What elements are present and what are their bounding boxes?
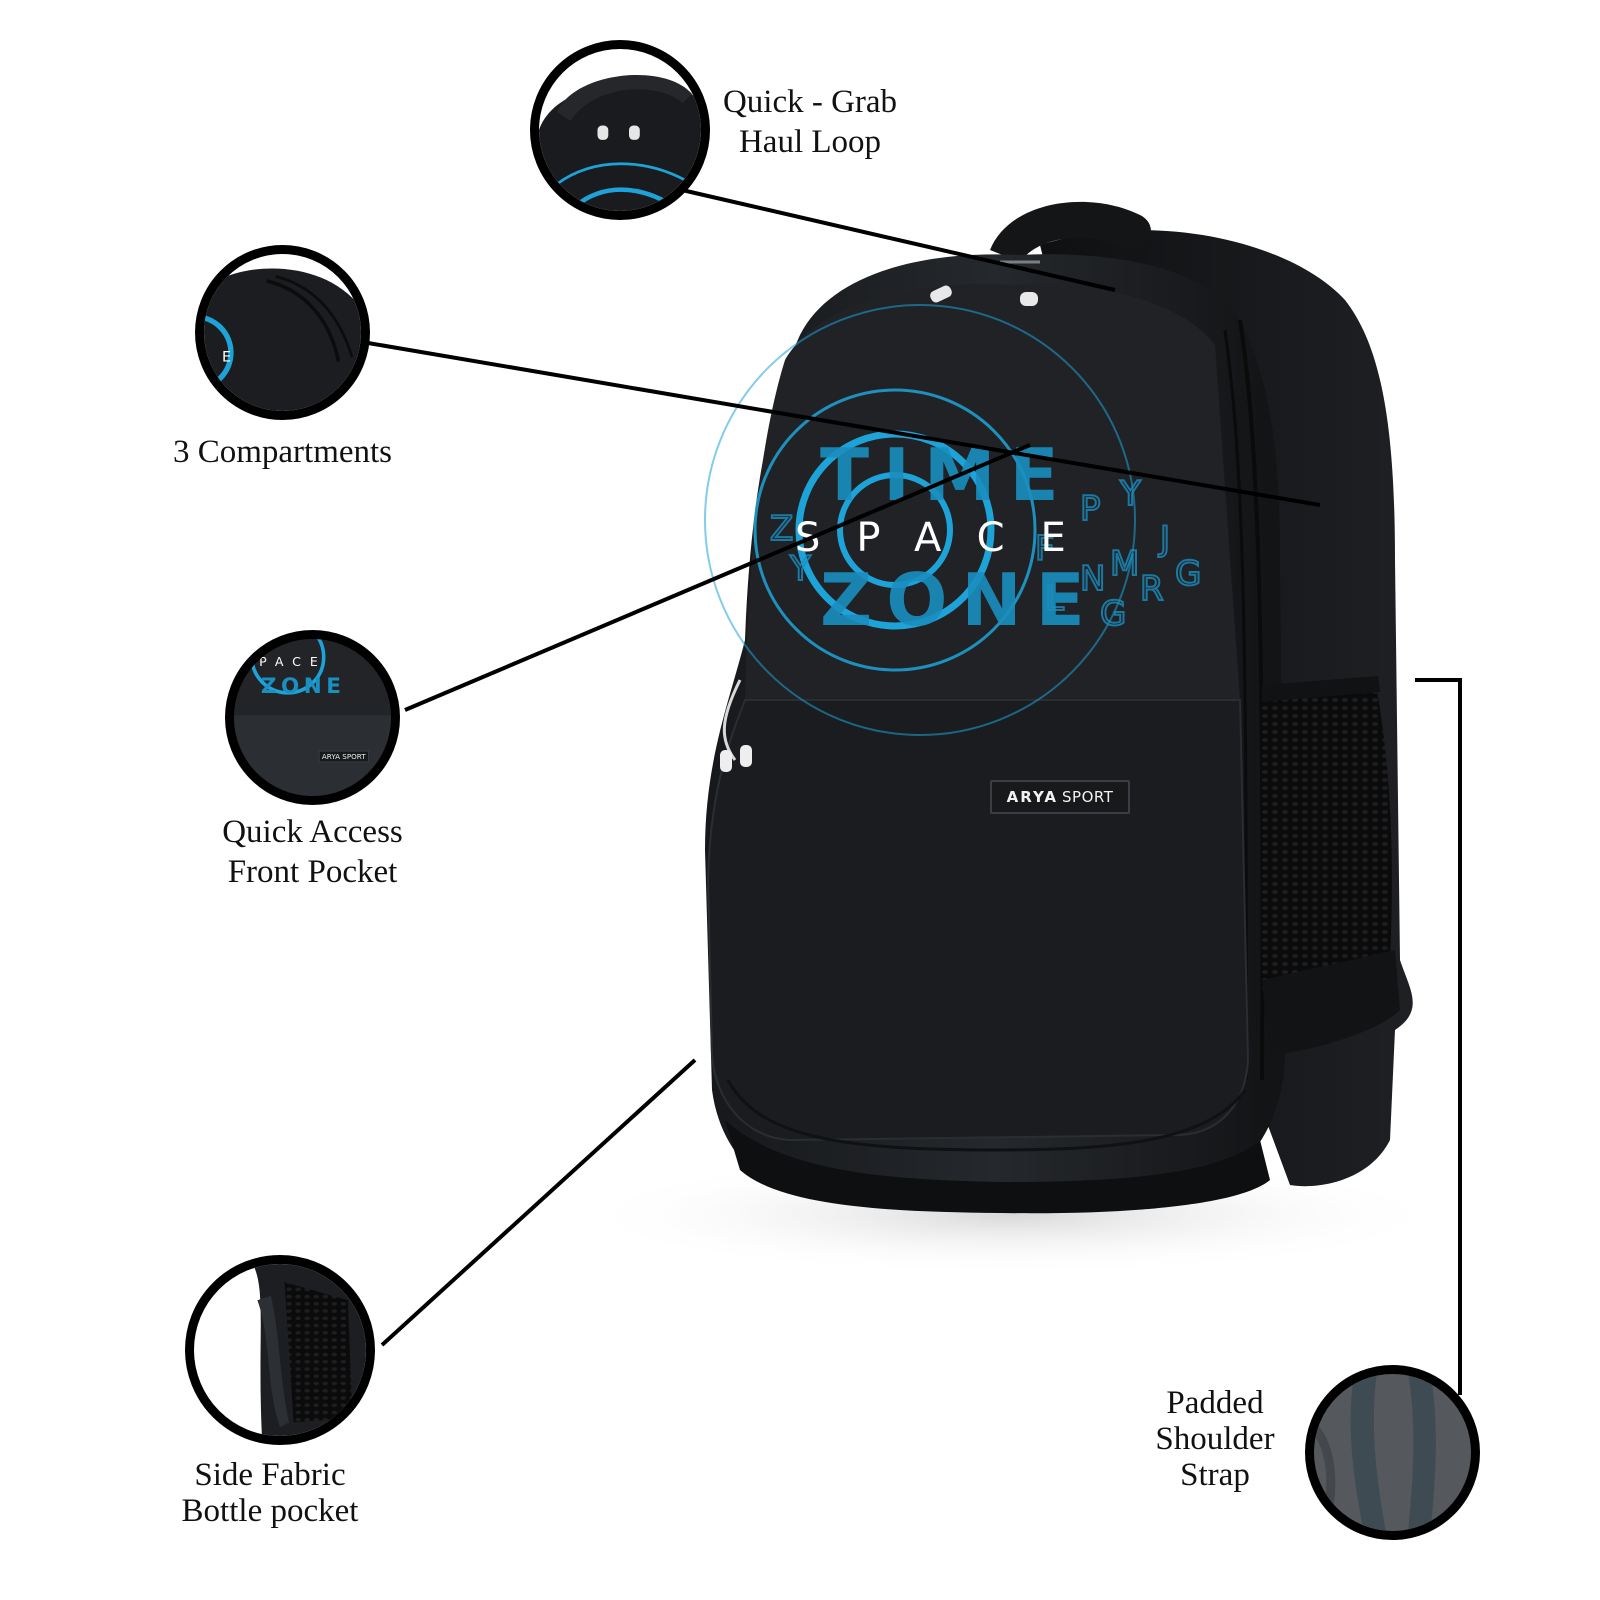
- brand-label-primary: ARYA: [1006, 788, 1058, 806]
- label-haul-loop-line1: Quick - Grab: [722, 84, 898, 120]
- svg-text:G: G: [1100, 594, 1126, 634]
- label-haul-loop-line2: Haul Loop: [738, 124, 882, 160]
- label-haul-loop: Quick - Grab Haul Loop: [715, 82, 905, 162]
- label-front-pocket: Quick Access Front Pocket: [215, 812, 410, 892]
- label-shoulder-strap-line3: Strap: [1180, 1457, 1250, 1493]
- brand-label: ARYA SPORT: [990, 780, 1130, 814]
- shoulder-strap-detail-image: [1314, 1374, 1471, 1531]
- svg-text:M: M: [1110, 544, 1139, 584]
- callout-bottle-pocket-zoom: [185, 1255, 375, 1445]
- svg-text:R: R: [1140, 569, 1164, 609]
- label-front-pocket-line1: Quick Access: [222, 814, 403, 850]
- svg-text:Z: Z: [770, 509, 793, 549]
- haul-loop-detail-image: [539, 49, 701, 211]
- brand-label-secondary: SPORT: [1062, 788, 1114, 806]
- svg-text:ZONE: ZONE: [261, 674, 346, 699]
- callout-shoulder-strap-zoom: [1305, 1365, 1480, 1540]
- svg-text:ARYA SPORT: ARYA SPORT: [322, 752, 366, 761]
- label-bottle-pocket: Side Fabric Bottle pocket: [175, 1457, 365, 1529]
- svg-text:E: E: [222, 350, 231, 366]
- label-front-pocket-line2: Front Pocket: [227, 854, 398, 890]
- label-compartments-line1: 3 Compartments: [172, 434, 393, 470]
- label-bottle-pocket-line2: Bottle pocket: [181, 1493, 359, 1529]
- label-shoulder-strap-line1: Padded: [1166, 1385, 1264, 1421]
- svg-text:PACE: PACE: [259, 654, 327, 669]
- label-compartments: 3 Compartments: [165, 432, 400, 472]
- bottle-pocket-detail-image: [194, 1264, 366, 1436]
- front-pocket-detail-image: PACE ZONE ARYA SPORT: [234, 639, 391, 796]
- svg-text:Y: Y: [1119, 474, 1141, 514]
- svg-text:G: G: [1175, 554, 1201, 594]
- callout-front-pocket-zoom: PACE ZONE ARYA SPORT: [225, 630, 400, 805]
- svg-text:TIME: TIME: [820, 433, 1073, 517]
- svg-text:N: N: [1080, 559, 1105, 599]
- svg-text:J: J: [1158, 519, 1170, 559]
- label-shoulder-strap: Padded Shoulder Strap: [1150, 1385, 1280, 1493]
- label-shoulder-strap-line2: Shoulder: [1155, 1421, 1275, 1457]
- print-word-space: SPACE: [795, 515, 1102, 561]
- callout-haul-loop-zoom: [530, 40, 710, 220]
- label-bottle-pocket-line1: Side Fabric: [194, 1457, 346, 1493]
- svg-text:L: L: [1045, 579, 1064, 619]
- svg-text:F: F: [1035, 529, 1055, 569]
- callout-compartments-zoom: E: [195, 245, 370, 420]
- compartments-detail-image: E: [204, 254, 361, 411]
